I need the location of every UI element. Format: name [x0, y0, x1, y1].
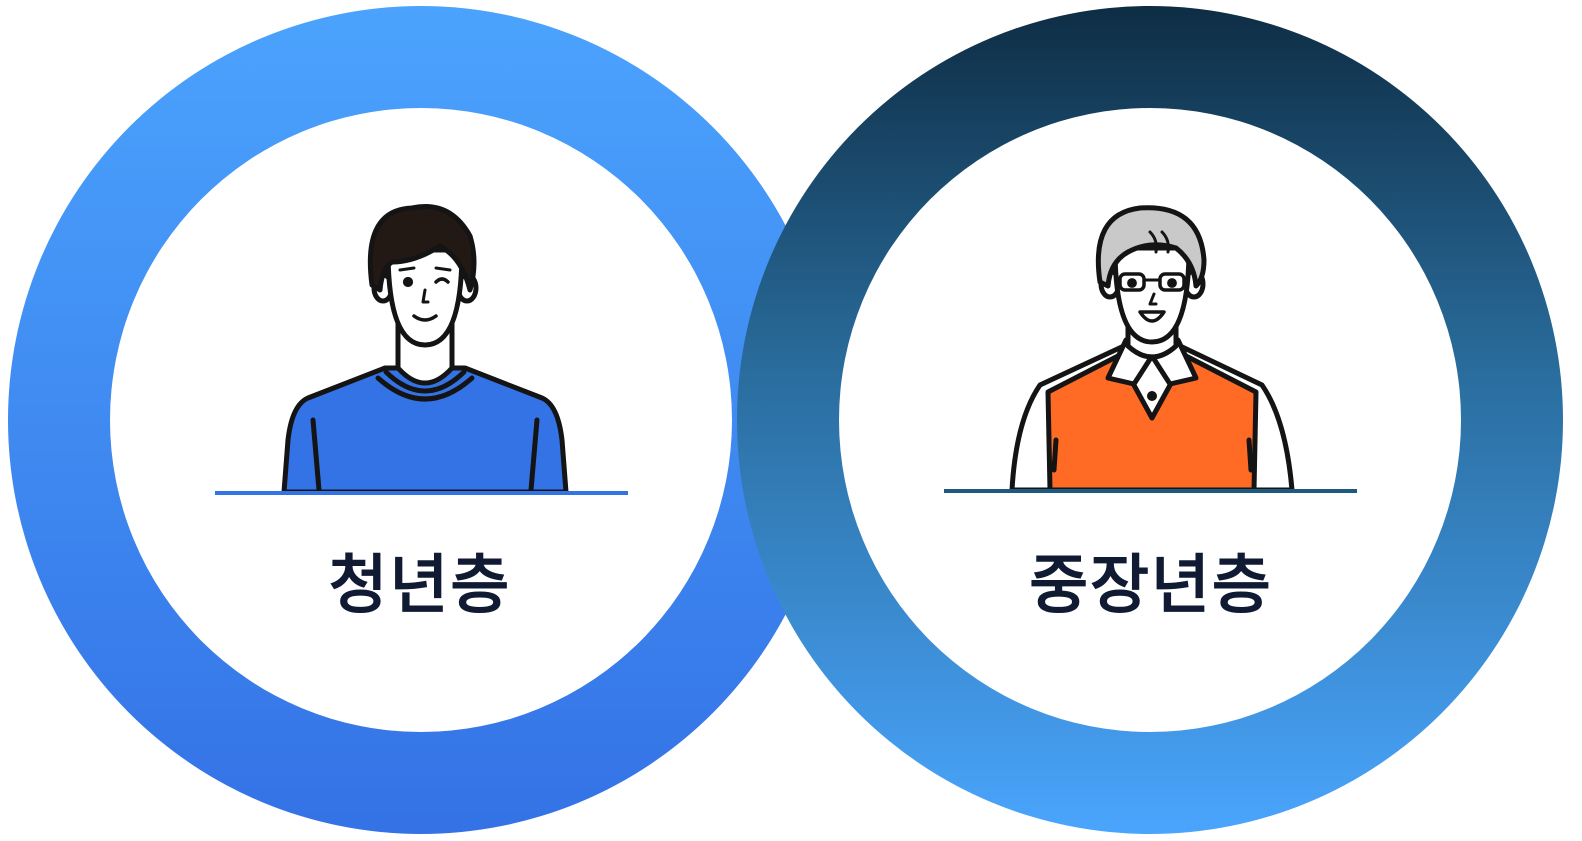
youth-group-label: 청년층 [328, 549, 512, 623]
middle-age-group-label: 중장년층 [1029, 549, 1273, 623]
older-person-icon [1009, 205, 1295, 493]
young-person-icon [281, 204, 569, 495]
